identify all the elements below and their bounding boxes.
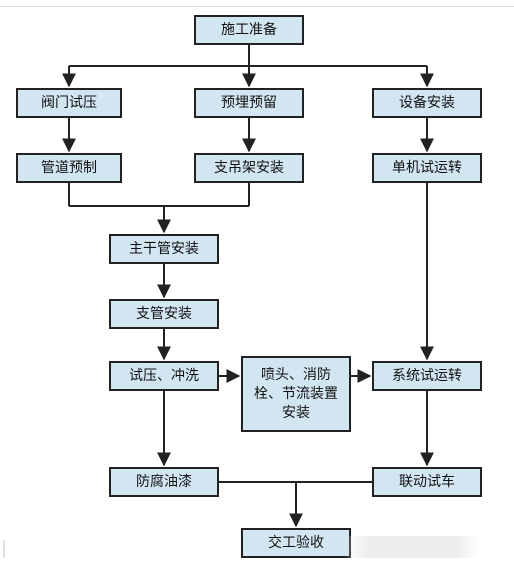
node-label: 管道预制 — [41, 160, 97, 176]
node-label: 阀门试压 — [41, 95, 97, 111]
node-pressure-test-flush: 试压、冲洗 — [109, 361, 219, 391]
node-equipment-install: 设备安装 — [372, 88, 482, 118]
node-valve-pressure-test: 阀门试压 — [16, 88, 122, 118]
node-label: 预埋预留 — [221, 95, 277, 111]
node-label: 联动试车 — [399, 474, 455, 490]
node-anticorrosion-paint: 防腐油漆 — [109, 467, 219, 497]
node-label: 系统试运转 — [392, 368, 462, 384]
node-label: 支管安装 — [136, 306, 192, 322]
node-label: 交工验收 — [268, 535, 324, 551]
node-label: 主干管安装 — [129, 241, 199, 257]
node-label: 单机试运转 — [392, 160, 462, 176]
node-main-pipe-install: 主干管安装 — [109, 234, 219, 264]
node-pipe-prefab: 管道预制 — [16, 153, 122, 183]
node-label: 防腐油漆 — [136, 474, 192, 490]
node-sprinkler-hydrant-install: 喷头、消防栓、节流装置安装 — [241, 356, 351, 432]
node-construction-prep: 施工准备 — [194, 15, 304, 45]
node-single-machine-test: 单机试运转 — [372, 153, 482, 183]
node-label: 喷头、消防栓、节流装置安装 — [254, 366, 338, 421]
top-divider — [0, 6, 514, 7]
node-system-test-run: 系统试运转 — [372, 361, 482, 391]
node-embedded-reservation: 预埋预留 — [194, 88, 304, 118]
node-label: 试压、冲洗 — [129, 368, 199, 384]
left-edge-mark — [3, 540, 5, 558]
node-label: 设备安装 — [399, 95, 455, 111]
node-support-hanger-install: 支吊架安装 — [194, 153, 304, 183]
node-handover-acceptance: 交工验收 — [241, 528, 351, 558]
node-branch-pipe-install: 支管安装 — [109, 299, 219, 329]
node-label: 支吊架安装 — [214, 160, 284, 176]
watermark-smudge — [342, 536, 482, 558]
node-label: 施工准备 — [221, 22, 277, 38]
node-linked-test-run: 联动试车 — [372, 467, 482, 497]
